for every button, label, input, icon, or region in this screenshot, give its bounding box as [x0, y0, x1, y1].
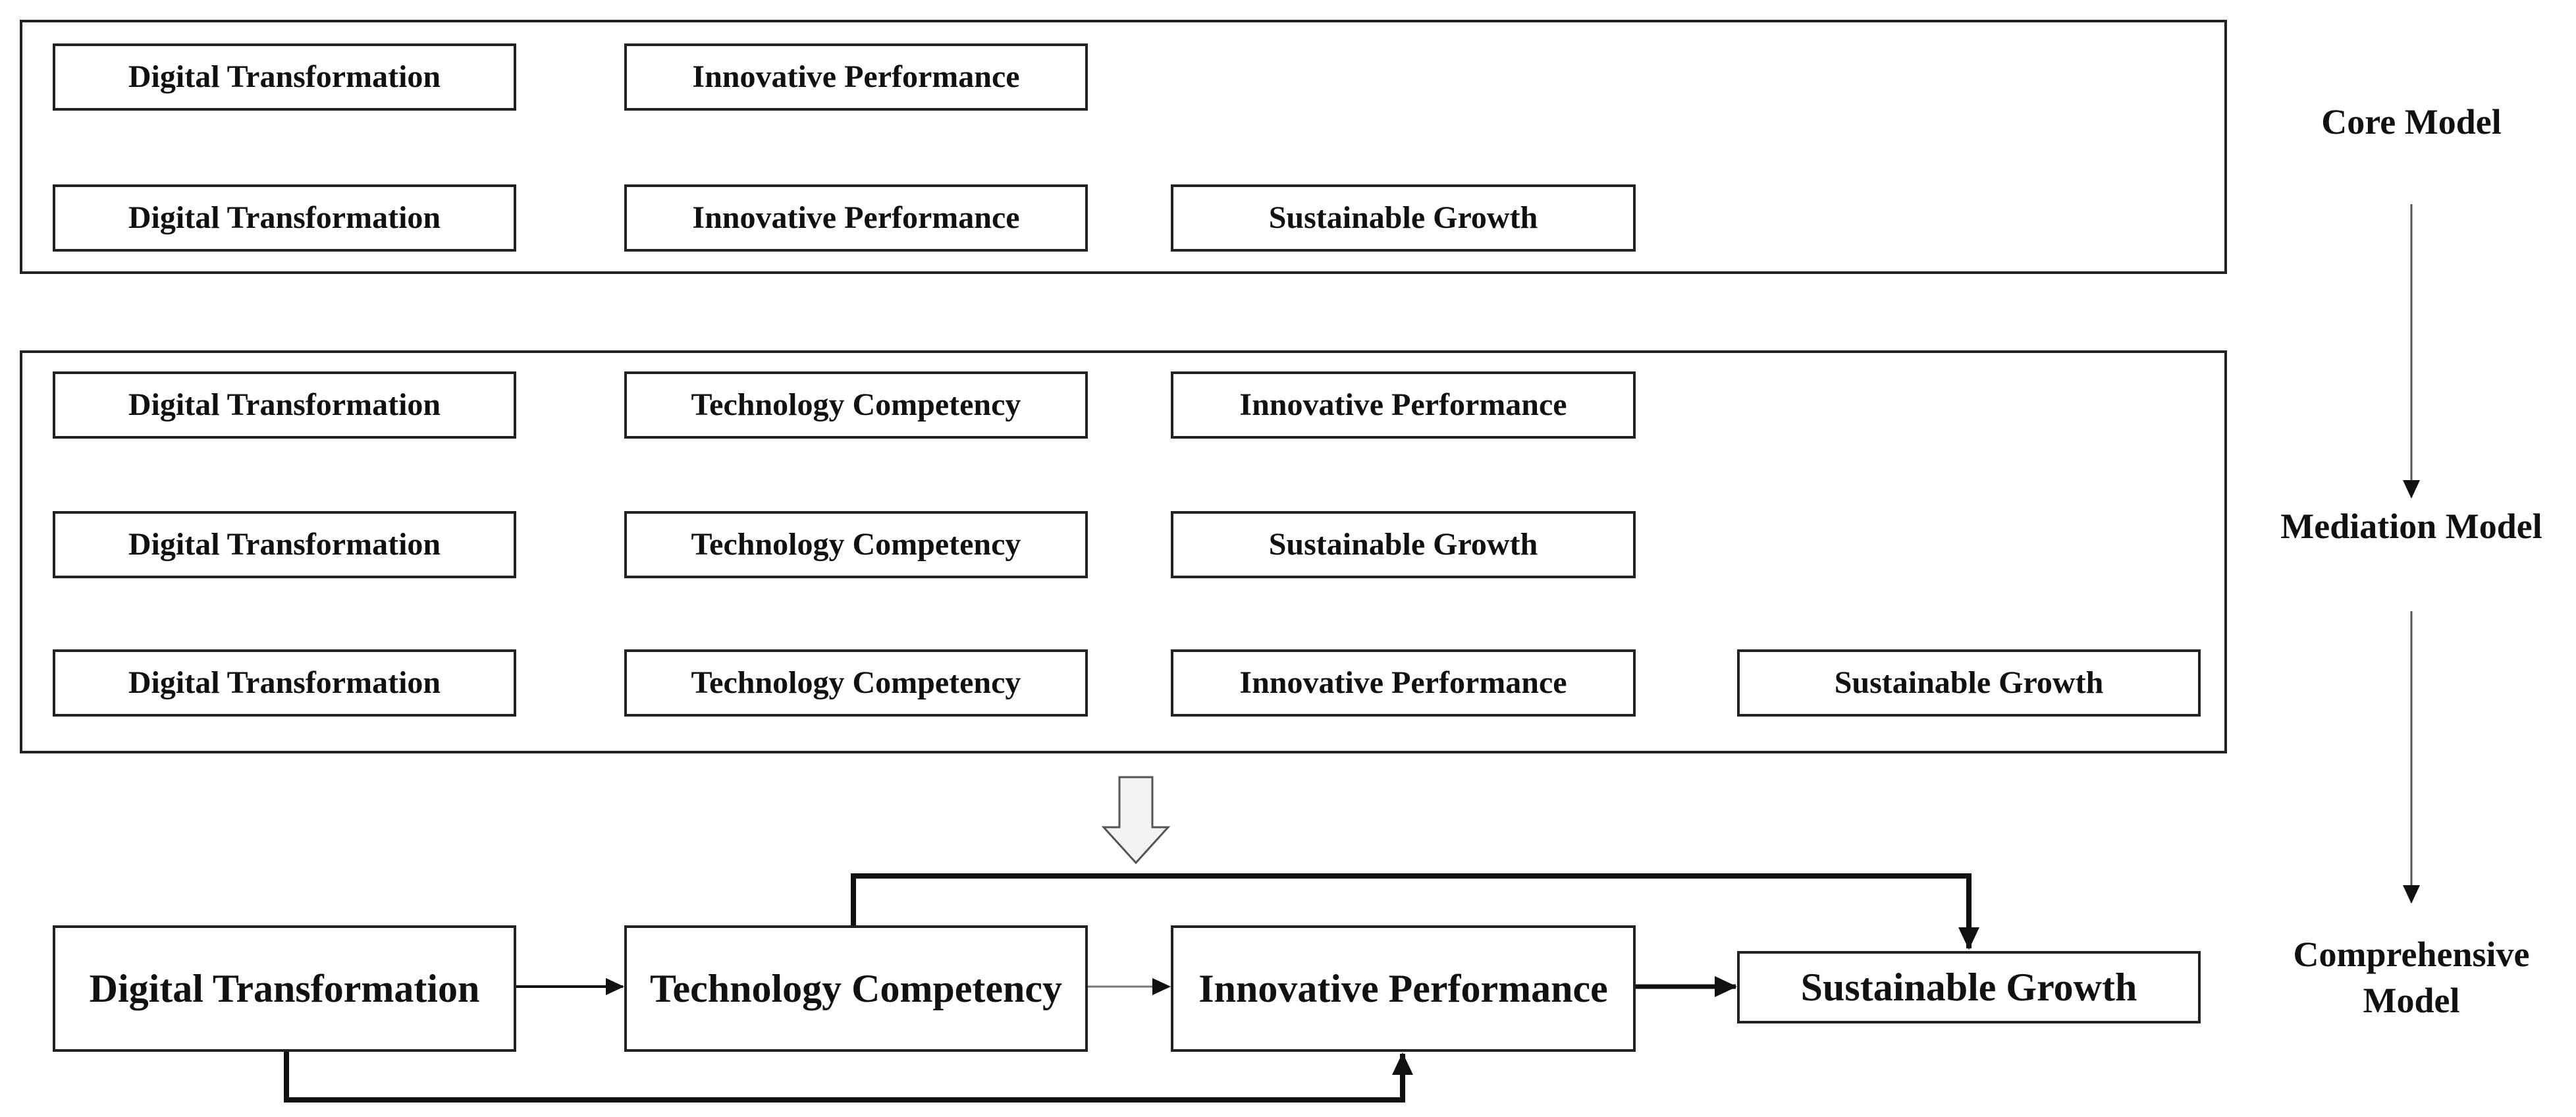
stage-label-mediation-text: Mediation Model — [2280, 506, 2542, 546]
core-row2-sustainable-growth: Sustainable Growth — [1171, 184, 1636, 252]
med-row1-digital-transformation: Digital Transformation — [53, 371, 516, 439]
med-row3-digital-transformation: Digital Transformation — [53, 649, 516, 717]
comp-technology-competency: Technology Competency — [624, 925, 1088, 1052]
arrow-comp-tc-sg — [851, 873, 1979, 950]
med-row1-technology-competency: Technology Competency — [624, 371, 1088, 439]
med-row3-innovative-performance: Innovative Performance — [1171, 649, 1636, 717]
hollow-down-arrow — [1101, 776, 1171, 865]
stage-label-comprehensive-text: Comprehensive Model — [2293, 935, 2530, 1021]
med-row3-sustainable-growth: Sustainable Growth — [1737, 649, 2201, 717]
core-row2-innovative-performance: Innovative Performance — [624, 184, 1088, 252]
core-row2-digital-transformation: Digital Transformation — [53, 184, 516, 252]
med-row2-sustainable-growth: Sustainable Growth — [1171, 511, 1636, 578]
med-row3-technology-competency: Technology Competency — [624, 649, 1088, 717]
core-row1-digital-transformation: Digital Transformation — [53, 43, 516, 111]
comp-innovative-performance: Innovative Performance — [1171, 925, 1636, 1052]
stage-label-comprehensive: Comprehensive Model — [2267, 931, 2556, 1024]
arrow-comp-dt-ip — [284, 1052, 1413, 1103]
comp-digital-transformation: Digital Transformation — [53, 925, 516, 1052]
stage-label-core-text: Core Model — [2321, 102, 2502, 142]
med-row2-technology-competency: Technology Competency — [624, 511, 1088, 578]
med-row2-digital-transformation: Digital Transformation — [53, 511, 516, 578]
comp-sustainable-growth: Sustainable Growth — [1737, 951, 2201, 1023]
core-row1-innovative-performance: Innovative Performance — [624, 43, 1088, 111]
stage-label-core: Core Model — [2267, 99, 2556, 146]
med-row1-innovative-performance: Innovative Performance — [1171, 371, 1636, 439]
stage-label-mediation: Mediation Model — [2267, 503, 2556, 550]
